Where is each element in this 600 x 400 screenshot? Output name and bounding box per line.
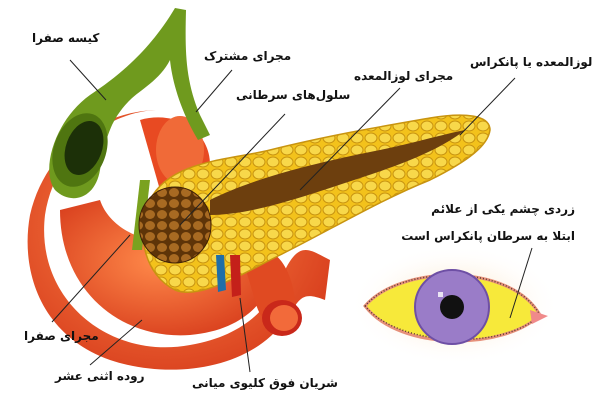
cancer-cells (138, 186, 212, 264)
label-pancreas: لوزالمعده یا پانکراس (470, 55, 593, 69)
label-artery: شریان فوق کلیوی میانی (192, 376, 338, 390)
vein (216, 255, 226, 292)
label-pancreatic-duct: مجرای لوزالمعده (354, 69, 454, 83)
pancreatic-duct (210, 130, 465, 215)
label-cancer-cells: سلول‌های سرطانی (236, 88, 351, 102)
label-common-duct: مجرای مشترک (204, 49, 292, 63)
pancreas (142, 114, 491, 293)
label-gallbladder: کیسه صفرا (32, 31, 100, 45)
leader-lines (51, 59, 533, 373)
label-bile-duct: مجرای صفرا (24, 329, 99, 343)
label-jaundice-line2: ابتلا به سرطان پانکراس است (401, 229, 575, 243)
label-jaundice-line1: زردی چشم یکی از علائم (431, 202, 575, 216)
jaundiced-eye (350, 245, 560, 365)
artery (230, 255, 241, 297)
label-duodenum: روده اثنی عشر (55, 369, 145, 383)
